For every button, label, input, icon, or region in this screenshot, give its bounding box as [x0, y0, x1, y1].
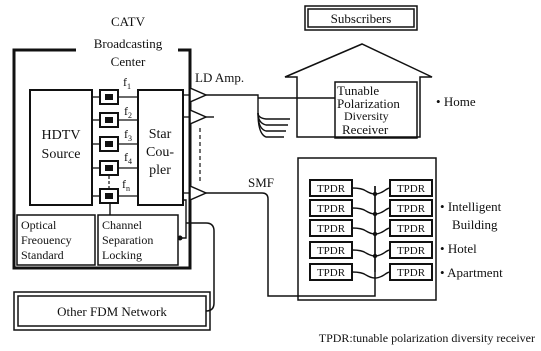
- intelligent-building-label: Building: [452, 217, 498, 232]
- other-fdm-network-label: Other FDM Network: [57, 304, 167, 319]
- tpdr-label: TPDR: [397, 223, 426, 235]
- frequency-label: f1: [123, 75, 131, 91]
- footnote: TPDR:tunable polarization diversity rece…: [319, 331, 535, 345]
- frequency-label: fn: [122, 177, 130, 193]
- frequency-label: f3: [124, 127, 132, 143]
- intelligent-building-label: • Intelligent: [440, 199, 502, 214]
- frequency-labels: f1 f2 f3 f4 fn: [122, 75, 132, 193]
- optical-frequency-standard-label: Freouency: [21, 233, 72, 247]
- center-title-line: CATV: [111, 14, 146, 29]
- tpdr-label: TPDR: [397, 183, 426, 195]
- building-distribution-fibers: [351, 186, 391, 279]
- star-coupler-label: Star: [149, 127, 172, 142]
- tpdr-label: TPDR: [317, 245, 346, 257]
- amplifier-triangle: [189, 184, 208, 202]
- receiver-label: Diversity: [344, 109, 389, 123]
- amplifier-triangle: [189, 108, 208, 126]
- subscribers-title: Subscribers: [331, 11, 392, 26]
- channel-separation-box: [97, 214, 179, 266]
- tpdr-label: TPDR: [317, 267, 346, 279]
- building-outline: [297, 157, 437, 301]
- home-feed-fibers: [206, 94, 335, 138]
- tpdr-label: TPDR: [397, 245, 426, 257]
- subscribers-title-box: [304, 5, 418, 31]
- hotel-label: • Hotel: [440, 241, 477, 256]
- star-coupler-label: Cou-: [146, 145, 174, 160]
- laser-diode-chip: [105, 117, 113, 123]
- star-coupler-label: pler: [149, 163, 171, 178]
- center-title: CATV Broadcasting Center: [94, 14, 163, 69]
- hdtv-source-label: HDTV: [42, 128, 81, 143]
- tpdr-label: TPDR: [397, 267, 426, 279]
- other-network-link: [186, 222, 215, 312]
- feedback-line: [180, 199, 187, 239]
- fiber-junctions: [372, 191, 378, 259]
- subscribers-title-inner: [307, 8, 415, 28]
- ld-to-coupler-lines: [118, 96, 138, 197]
- frequency-label: f4: [124, 150, 132, 166]
- tpdr-label: TPDR: [317, 183, 346, 195]
- hdtv-source-label: Source: [42, 147, 81, 162]
- coupler-outputs: [183, 94, 190, 194]
- home-receiver-box: [334, 81, 418, 139]
- channel-separation-label: Separation: [102, 233, 153, 247]
- laser-diode-chip: [105, 165, 113, 171]
- center-title-line: Center: [111, 54, 146, 69]
- tpdr-left-column: TPDR TPDR TPDR TPDR TPDR: [309, 179, 353, 281]
- hdtv-outputs: [92, 96, 100, 197]
- laser-diode-chip: [105, 94, 113, 100]
- optical-frequency-standard-label: Optical: [21, 218, 57, 232]
- hdtv-source-box: [29, 89, 93, 206]
- channel-separation-label: Channel: [102, 218, 143, 232]
- center-enclosure: [12, 48, 192, 270]
- laser-diode-chip: [105, 193, 113, 199]
- receiver-label: Polarization: [337, 96, 400, 111]
- tpdr-label: TPDR: [317, 203, 346, 215]
- ld-amp-label: LD Amp.: [195, 70, 244, 85]
- laser-diode-chip: [105, 141, 113, 147]
- apartment-label: • Apartment: [440, 265, 503, 280]
- star-coupler-box: [137, 89, 184, 206]
- optical-frequency-standard-box: [16, 214, 96, 266]
- feedback-node: [177, 235, 183, 241]
- receiver-label: Receiver: [342, 122, 389, 137]
- optical-frequency-standard-label: Standard: [21, 248, 64, 262]
- receiver-label: Tunable: [337, 83, 379, 98]
- smf-label: SMF: [248, 175, 274, 190]
- amplifier-triangle: [189, 86, 208, 104]
- tpdr-label: TPDR: [317, 223, 346, 235]
- frequency-label: f2: [124, 104, 132, 120]
- home-house-outline: [284, 43, 433, 138]
- home-label: • Home: [436, 94, 476, 109]
- tpdr-right-column: TPDR TPDR TPDR TPDR TPDR: [389, 179, 433, 281]
- channel-separation-label: Locking: [102, 248, 142, 262]
- smf-fiber: [206, 186, 376, 297]
- center-title-line: Broadcasting: [94, 36, 163, 51]
- tpdr-label: TPDR: [397, 203, 426, 215]
